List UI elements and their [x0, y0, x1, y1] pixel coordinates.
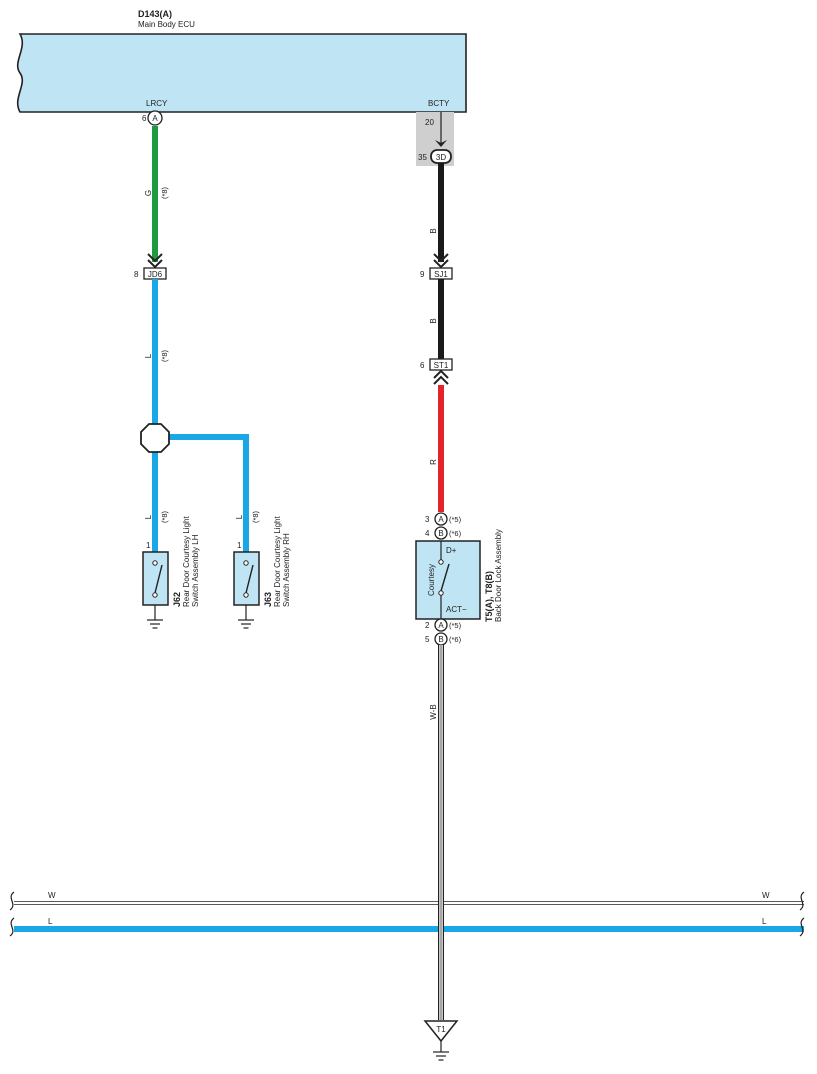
switch-j63-code: J63 [263, 592, 273, 607]
harness-l-right: L [762, 917, 767, 926]
ecu-terminal-lrcy: LRCY [146, 99, 168, 108]
wire-l1-note: (*8) [160, 349, 169, 362]
st1-arrow-2 [433, 375, 449, 385]
lock-code: T5(A), T8(B) [484, 571, 494, 622]
junction-sj1-label: SJ1 [434, 270, 448, 279]
switch-j63 [233, 551, 260, 629]
ecu-left-pin-num: 6 [142, 114, 147, 123]
ground-t1-label: T1 [436, 1025, 446, 1034]
switch-j62 [142, 551, 169, 629]
harness-l-left: L [48, 917, 53, 926]
lock-pin-a-bot-label: A [438, 621, 444, 630]
jd6-arrow-1 [147, 253, 163, 263]
lock-pin-b-top-label: B [438, 529, 443, 538]
switch-j62-pin: 1 [146, 541, 151, 550]
switch-j63-name1: Rear Door Courtesy Light [273, 516, 282, 607]
ecu-pin-a [147, 110, 163, 126]
lock-pin-a-top-num: 3 [425, 515, 430, 524]
sj1-arrow-2 [433, 259, 449, 269]
switch-j62-name2: Switch Assembly LH [191, 534, 200, 607]
wire-l3-note: (*8) [251, 510, 260, 523]
junction-jd6-label: JD6 [148, 270, 163, 279]
harness-w-left: W [48, 891, 56, 900]
wire-wb-label: W-B [429, 704, 438, 719]
lock-pin-b-top-num: 4 [425, 529, 430, 538]
harness-w-right: W [762, 891, 770, 900]
lock-pin-a-bot-num: 2 [425, 621, 430, 630]
wire-blue-branch [168, 434, 249, 552]
lock-pin-a-top [434, 512, 448, 526]
ecu-terminal-bcty: BCTY [428, 99, 450, 108]
wire-l1-label: L [144, 353, 153, 358]
sj1-arrow-1 [433, 253, 449, 263]
harness-break-left [9, 891, 15, 937]
jd6-arrow-2 [147, 259, 163, 269]
wire-l3-label: L [235, 514, 244, 519]
lock-pin-b-bot-num: 5 [425, 635, 430, 644]
lock-inner-label: Courtesy [427, 564, 436, 596]
lock-pin-b-bot-note: (*6) [449, 635, 462, 644]
pin-20-arrow [435, 140, 447, 147]
ground-t1-triangle [423, 1020, 459, 1043]
ecu-name: Main Body ECU [138, 20, 195, 29]
lock-pin-a-top-label: A [438, 515, 444, 524]
wire-g-label: G [144, 190, 153, 196]
harness-break-right [799, 891, 805, 937]
switch-j63-pin: 1 [237, 541, 242, 550]
ecu-code: D143(A) [138, 9, 172, 19]
wire-b2-label: B [429, 318, 438, 323]
lock-pin-b-bot-label: B [438, 635, 443, 644]
wire-l2-label: L [144, 514, 153, 519]
connector-3d-pin: 35 [418, 153, 427, 162]
ecu-pin-a-label: A [152, 114, 158, 123]
wire-b1-label: B [429, 228, 438, 233]
junction-st1-label: ST1 [434, 361, 449, 370]
lock-act-minus: ACT− [446, 605, 467, 614]
lock-name: Back Door Lock Assembly [494, 529, 503, 622]
wire-l2-note: (*8) [160, 510, 169, 523]
lock-pin-a-bot-note: (*5) [449, 621, 462, 630]
connector-3d-label: 3D [436, 153, 446, 162]
wire-g-note: (*8) [160, 186, 169, 199]
junction-jd6-pin: 8 [134, 270, 139, 279]
junction-st1-pin: 6 [420, 361, 425, 370]
st1-arrow-1 [433, 369, 449, 379]
switch-j62-code: J62 [172, 592, 182, 607]
ecu-box [16, 33, 467, 113]
wire-r-label: R [429, 459, 438, 465]
lock-pin-a-top-note: (*5) [449, 515, 462, 524]
back-door-lock [415, 540, 481, 620]
junction-sj1-pin: 9 [420, 270, 425, 279]
splice-junction [140, 423, 170, 453]
ecu-right-pin-num: 20 [425, 118, 434, 127]
lock-pin-b-top [434, 526, 448, 540]
lock-d-plus: D+ [446, 546, 457, 555]
switch-j63-name2: Switch Assembly RH [282, 533, 291, 607]
lock-pin-b-top-note: (*6) [449, 529, 462, 538]
switch-j62-name1: Rear Door Courtesy Light [182, 516, 191, 607]
lock-pin-a-bot [434, 618, 448, 632]
